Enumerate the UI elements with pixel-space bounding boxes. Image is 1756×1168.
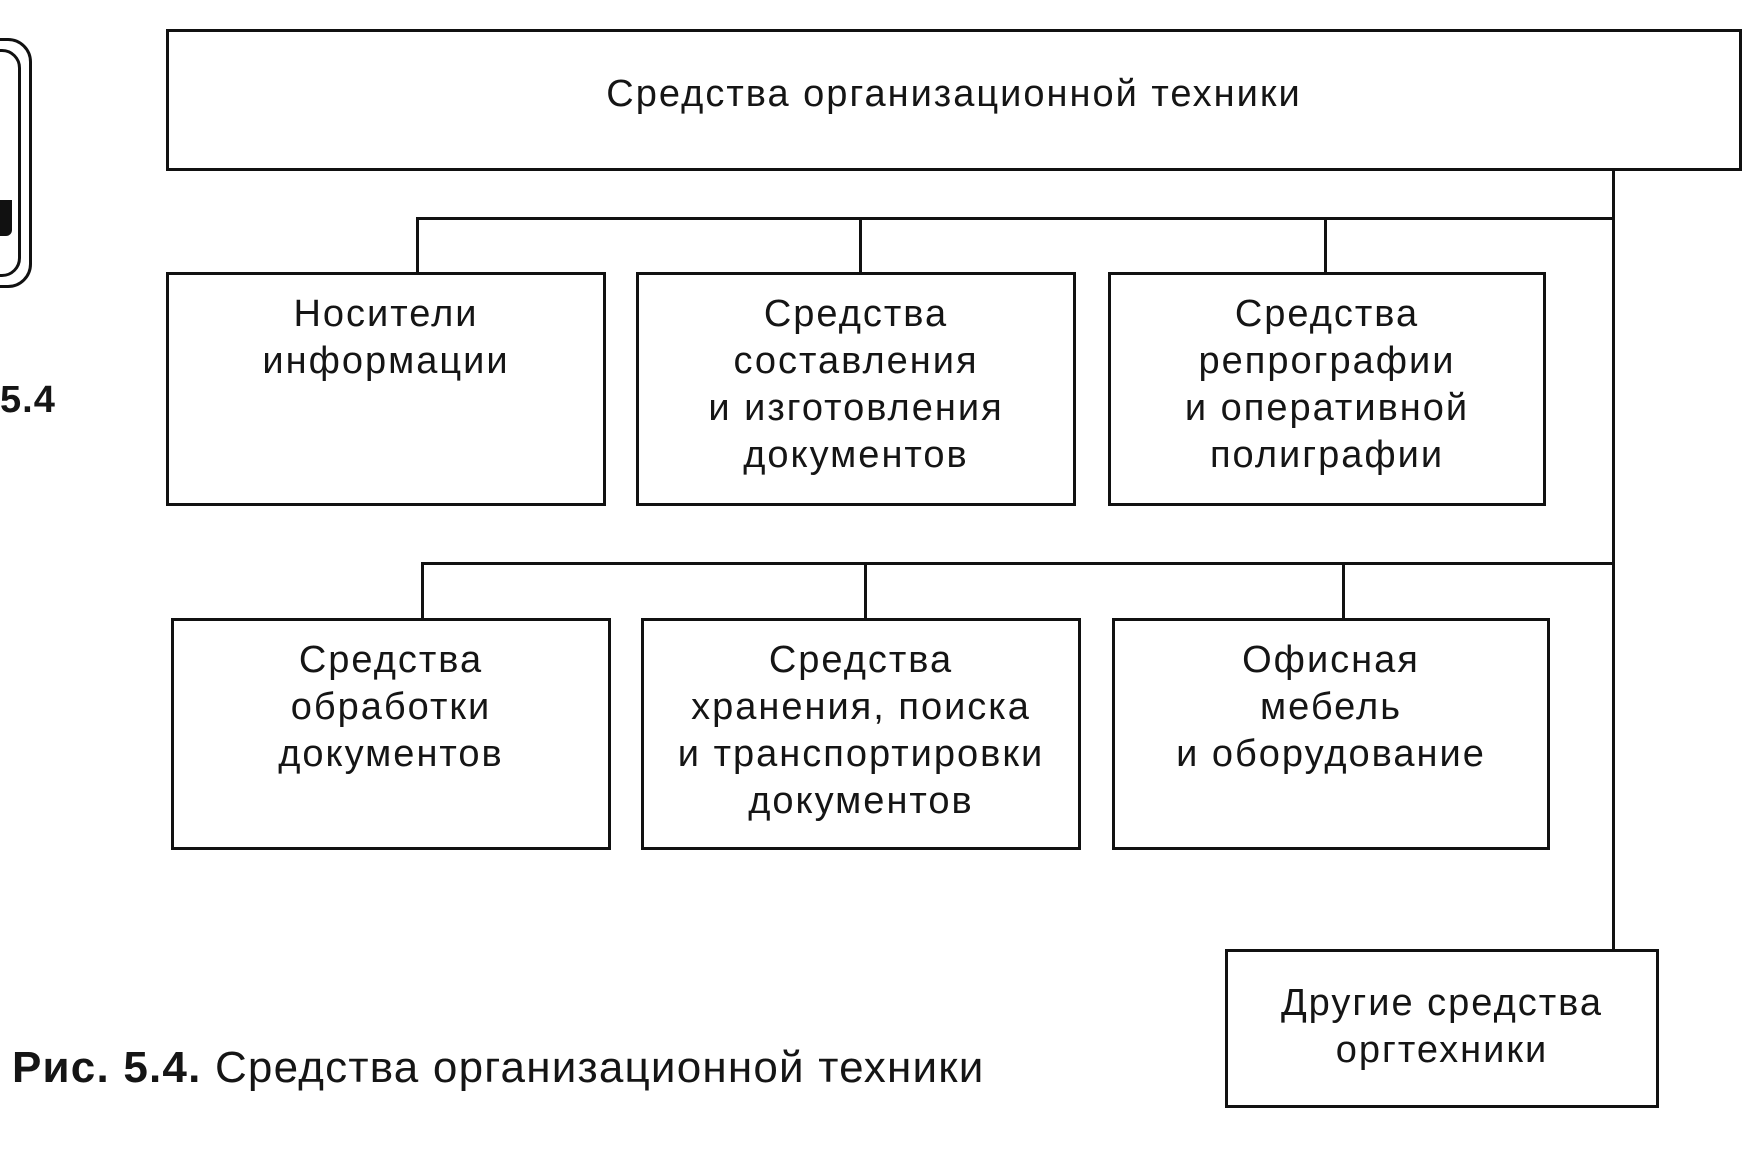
row2-branch-3: [1342, 562, 1345, 618]
row1-branch-2: [859, 217, 862, 272]
node-document-storage: Средства хранения, поиска и транспортиро…: [641, 618, 1081, 850]
node-reprography: Средства репрографии и оперативной полиг…: [1108, 272, 1546, 506]
row2-branch-1: [421, 562, 424, 618]
root-node-label: Средства организационной техники: [606, 72, 1302, 115]
figure-caption-label: Рис. 5.4.: [12, 1043, 202, 1092]
node-reprography-label: Средства репрографии и оперативной полиг…: [1184, 293, 1470, 476]
row1-branch-3: [1324, 217, 1327, 272]
row1-bus-connector: [416, 217, 1615, 220]
node-other-equipment: Другие средства оргтехники: [1225, 949, 1659, 1108]
margin-glyph: [0, 200, 12, 236]
row2-branch-2: [864, 562, 867, 618]
margin-figure-number: 5.4: [0, 379, 56, 421]
node-other-equipment-label: Другие средства оргтехники: [1280, 982, 1604, 1071]
node-document-creation-label: Средства составления и изготовления доку…: [708, 293, 1004, 476]
figure-caption: Рис. 5.4. Средства организационной техни…: [12, 1040, 985, 1096]
figure-caption-text: Средства организационной техники: [214, 1043, 985, 1092]
row2-bus-connector: [421, 562, 1615, 565]
node-office-furniture: Офисная мебель и оборудование: [1112, 618, 1550, 850]
node-office-furniture-label: Офисная мебель и оборудование: [1176, 639, 1486, 775]
margin-frame: [0, 38, 32, 288]
node-storage-media-label: Носители информации: [262, 293, 510, 382]
node-document-processing-label: Средства обработки документов: [278, 639, 504, 775]
node-document-creation: Средства составления и изготовления доку…: [636, 272, 1076, 506]
node-document-storage-label: Средства хранения, поиска и транспортиро…: [677, 639, 1045, 822]
node-document-processing: Средства обработки документов: [171, 618, 611, 850]
node-storage-media: Носители информации: [166, 272, 606, 506]
root-node: Средства организационной техники: [166, 29, 1742, 171]
row1-branch-1: [416, 217, 419, 272]
trunk-connector: [1612, 171, 1615, 949]
